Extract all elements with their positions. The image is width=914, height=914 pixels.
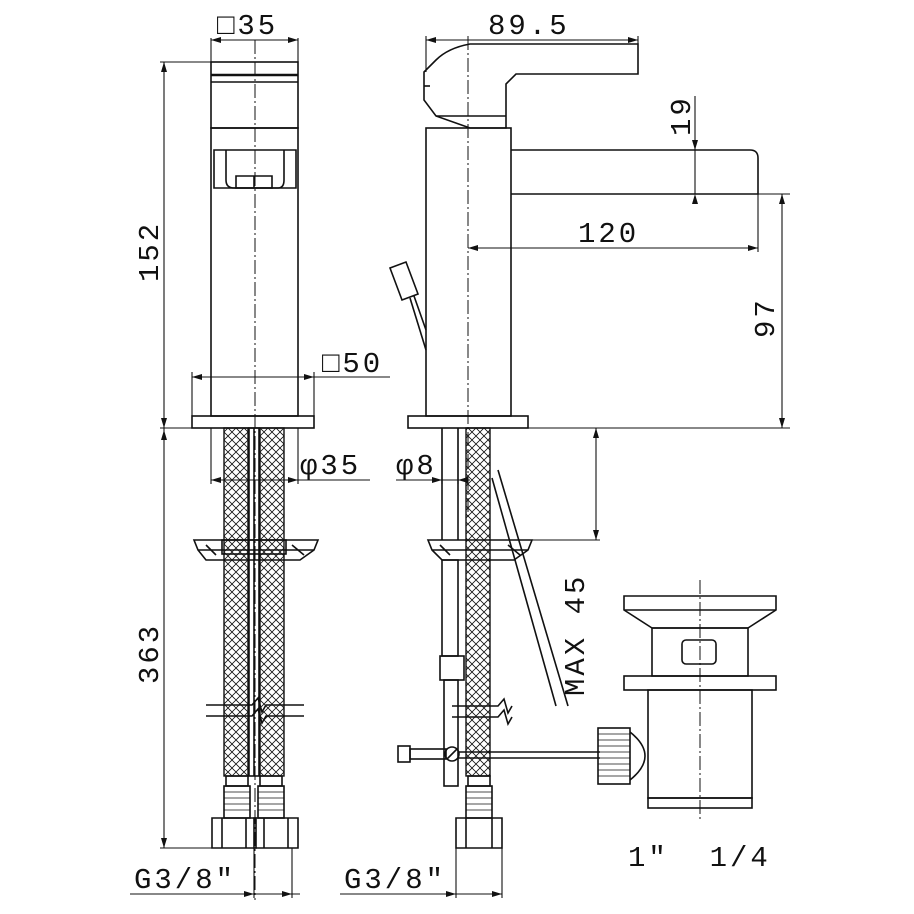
dim-max-deck: MAX 45 — [560, 574, 593, 696]
dim-base-square: □50 — [322, 348, 383, 381]
front-hose-left — [223, 427, 249, 777]
dim-total-height: 152 — [134, 221, 167, 282]
dim-total-width: 89.5 — [488, 10, 570, 43]
waste-nut — [597, 727, 631, 785]
waste-assembly — [597, 580, 777, 820]
dim-thread-left: G3/8" — [134, 864, 236, 897]
dim-hose-length: 363 — [134, 623, 167, 684]
side-dimensions: 89.5 19 120 97 φ8 MAX 45 — [340, 10, 790, 898]
side-view — [388, 36, 759, 849]
dim-rod-diameter: φ8 — [396, 450, 437, 483]
front-base — [191, 415, 315, 429]
dim-spout-reach: 120 — [578, 218, 639, 251]
dim-waste-thread: 1" 1/4 — [628, 842, 771, 875]
dim-spout-height: 97 — [750, 297, 783, 338]
front-view — [191, 40, 320, 900]
dim-lever-height: 19 — [666, 95, 699, 136]
dim-hole-diameter: φ35 — [300, 450, 361, 483]
side-spout — [511, 149, 759, 195]
front-dimensions: □35 152 □50 φ35 363 G3/8" — [130, 10, 390, 898]
dim-thread-right: G3/8" — [344, 864, 446, 897]
side-hose — [465, 427, 491, 777]
dim-body-square: □35 — [217, 10, 278, 43]
